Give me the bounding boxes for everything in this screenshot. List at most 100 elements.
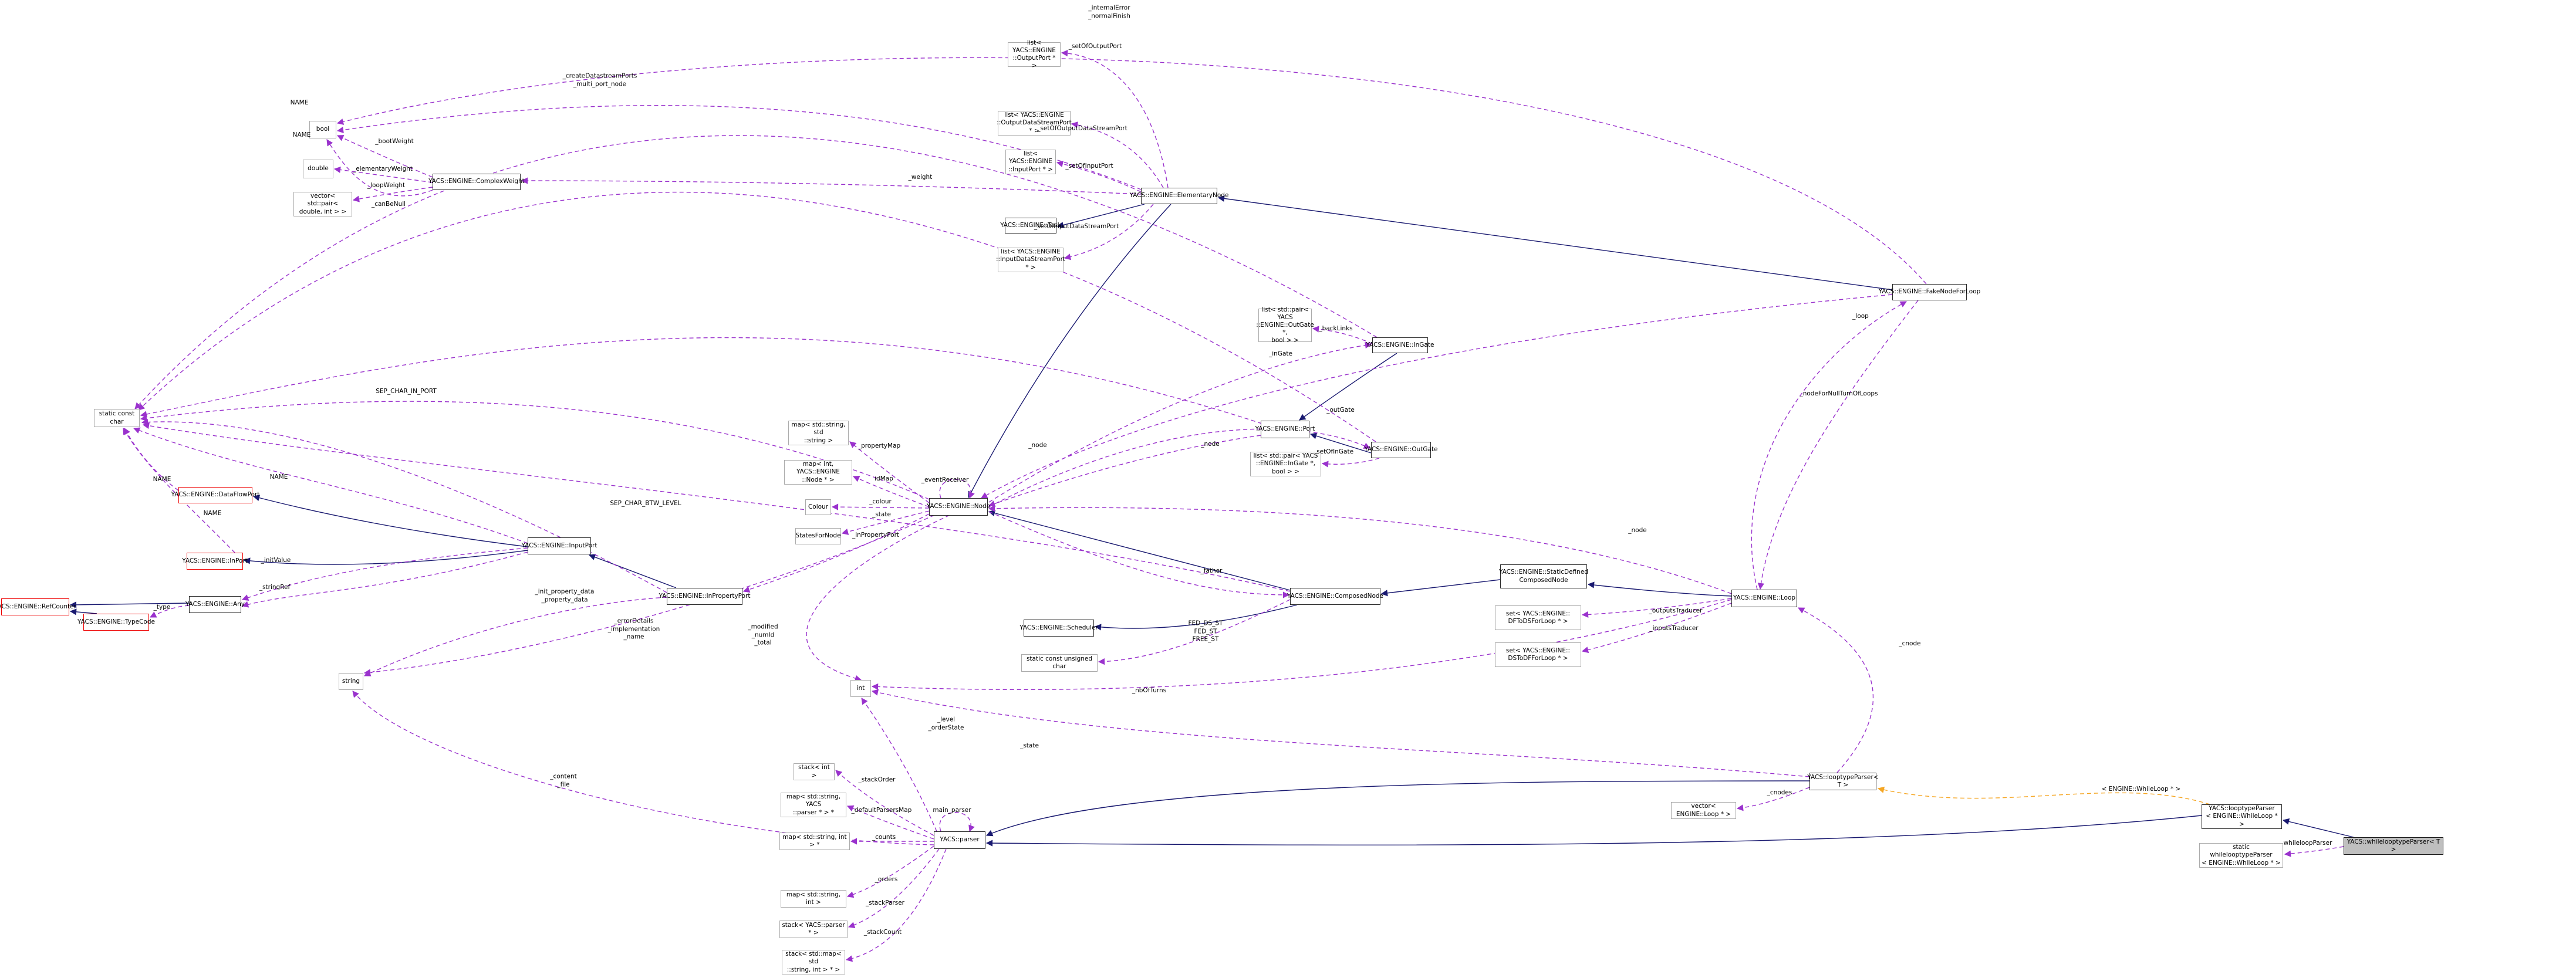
edge-dashed-73 [2284,846,2344,857]
edge-dashed-70 [1581,603,1732,654]
class-box-inputPort[interactable]: YACS::ENGINE::InputPort [522,537,597,554]
class-box-elementaryNode[interactable]: YACS::ENGINE::ElementaryNode [1130,188,1228,204]
class-box-loop[interactable]: YACS::ENGINE::Loop [1731,590,1797,607]
edge-dashed-60 [871,689,1810,777]
class-box-parser[interactable]: YACS::parser [934,831,985,849]
class-box-colour[interactable]: Colour [805,499,831,515]
edge-label-32: _node [1628,527,1647,534]
class-box-mapStrInt[interactable]: map< std::string, int > [781,890,846,908]
class-box-mapStrStr[interactable]: map< std::string, std ::string > [788,421,849,445]
edge-dashed-66 [848,848,940,929]
edge-dashed-52 [149,605,190,618]
class-box-typeCode[interactable]: YACS::ENGINE::TypeCode [77,614,155,631]
edge-label-48: _counts [872,834,896,841]
edge-label-3: _setOfOutputDataStreamPort [1037,125,1127,133]
class-box-listOutputDSPort[interactable]: list< YACS::ENGINE ::OutputDataStreamPor… [997,111,1072,136]
class-box-fakeNode[interactable]: YACS::ENGINE::FakeNodeForLoop [1879,284,1980,300]
class-box-inPropertyPort[interactable]: YACS::ENGINE::InPropertyPort [659,588,750,605]
class-box-looptypeParserT[interactable]: YACS::looptypeParser< T > [1807,773,1879,790]
class-box-node[interactable]: YACS::ENGINE::Node [927,498,990,516]
class-box-looptypeParserWhile[interactable]: YACS::looptypeParser < ENGINE::WhileLoop… [2202,804,2282,829]
class-box-staticWhile[interactable]: static whilelooptypeParser < ENGINE::Whi… [2199,843,2283,868]
class-box-listInputPort[interactable]: list< YACS::ENGINE ::InputPort * > [1005,150,1056,174]
class-box-complexWeight[interactable]: YACS::ENGINE::ComplexWeight [428,174,525,190]
edge-label-55: whileloopParser [2283,840,2332,847]
class-box-int[interactable]: int [850,680,871,697]
class-box-string[interactable]: string [339,673,363,690]
class-box-stackInt[interactable]: stack< int > [794,763,835,780]
edge-dashed-71 [1798,607,1874,773]
class-box-mapStrParserPtr[interactable]: map< std::string, YACS ::parser * > * [781,793,846,817]
edge-dashed-48 [141,418,667,593]
class-box-double[interactable]: double [303,160,333,178]
edge-label-52: _content _file [550,773,577,788]
edge-label-37: _father [1200,567,1223,575]
edge-label-15: NAME [269,473,288,481]
edge-label-56: _loop [1852,313,1869,320]
edge-dashed-42 [138,192,1376,442]
edge-label-26: _colour [869,498,892,506]
edge-label-47: main_parser [933,807,971,814]
edge-solid-13 [252,495,528,547]
class-box-stackMap[interactable]: stack< std::map< std ::string, int > * > [782,950,845,974]
class-box-listInputDSPort[interactable]: list< YACS::ENGINE ::InputDataStreamPort… [996,248,1065,272]
edge-dashed-43 [140,337,1262,424]
class-box-staticConstUChar[interactable]: static const unsigned char [1021,654,1098,672]
class-box-mapStrIntPtr[interactable]: map< std::string, int > * [779,833,850,850]
edge-label-10: _canBeNull [371,201,406,208]
class-box-statesForNode[interactable]: StatesForNode [795,528,841,544]
class-box-refCounter[interactable]: YACS::ENGINE::RefCounter [0,598,76,615]
class-box-mapIntNode[interactable]: map< int, YACS::ENGINE ::Node * > [784,460,852,485]
edge-dashed-18 [336,105,1142,190]
class-box-listOutputPort[interactable]: list< YACS::ENGINE ::OutputPort * > [1008,39,1061,69]
class-box-setDSToDF[interactable]: set< YACS::ENGINE:: DSToDFForLoop * > [1495,642,1581,667]
edge-dashed-36 [849,441,930,503]
class-box-setDFToDS[interactable]: set< YACS::ENGINE:: DFToDSForLoop * > [1495,605,1581,630]
edge-dashed-26 [1056,160,1142,192]
class-box-outGate[interactable]: YACS::ENGINE::OutGate [1364,442,1438,458]
class-box-scheduler[interactable]: YACS::ENGINE::Scheduler [1019,620,1098,637]
edge-dashed-55 [806,515,950,682]
edge-label-18: _initValue [261,557,291,564]
class-box-staticConstChar[interactable]: static const char [94,409,140,427]
class-box-whileloopParserT[interactable]: YACS::whilelooptypeParser< T > [2344,837,2443,855]
edge-label-7: _bootWeight [375,138,414,145]
edge-dashed-23 [521,177,1142,195]
edge-label-0: _internalError _normalFinish [1088,4,1130,19]
edge-solid-16 [69,608,97,615]
edge-label-27: _state [872,511,891,519]
edge-label-46: _defaultParsersMap [851,807,912,814]
edge-dashed-28 [1312,326,1373,344]
class-box-inGate[interactable]: YACS::ENGINE::InGate [1366,337,1434,353]
class-box-inPort[interactable]: YACS::ENGINE::InPort [182,553,248,570]
edge-label-38: FED_DS_ST FED_ST FREE_ST [1188,620,1223,643]
class-box-stackParserBox[interactable]: stack< YACS::parser * > [779,921,848,938]
edge-label-35: _setOfInGate [1313,448,1354,456]
class-box-any[interactable]: YACS::ENGINE::Any [185,596,245,613]
class-box-task[interactable]: YACS::ENGINE::Task [1000,218,1061,233]
edge-label-43: _level _orderState [928,716,964,731]
class-box-bool[interactable]: bool [309,121,336,138]
class-box-listPairOutGate[interactable]: list< std::pair< YACS ::ENGINE::OutGate … [1256,306,1314,344]
edge-dashed-75 [1757,300,1919,590]
class-box-staticDefined[interactable]: YACS::ENGINE::StaticDefined ComposedNode [1499,564,1588,588]
class-box-vectorLoop[interactable]: vector< ENGINE::Loop * > [1671,802,1736,819]
edge-solid-9 [985,780,1810,837]
class-box-vecPair[interactable]: vector< std::pair< double, int > > [293,192,352,216]
edge-label-53: _cnodes [1767,789,1792,797]
edge-dashed-68 [352,691,934,845]
edge-dashed-69 [1581,598,1732,618]
edge-solid-4 [1309,432,1372,454]
edge-label-19: _stringRef [259,584,291,591]
edge-label-1: _createDatastreamPorts _multi_port_node [562,72,637,87]
edge-label-51: _stackCount [863,929,902,936]
class-box-composedNode[interactable]: YACS::ENGINE::ComposedNode [1287,588,1383,605]
class-box-dataFlowPort[interactable]: YACS::ENGINE::DataFlowPort [171,487,259,503]
class-box-listPairInGate[interactable]: list< std::pair< YACS ::ENGINE::InGate *… [1250,452,1321,476]
edge-label-34: _inGate [1269,350,1292,358]
edge-dashed-57 [988,511,1290,598]
edge-label-17: SEP_CHAR_BTW_LEVEL [610,500,681,507]
class-box-port[interactable]: YACS::ENGINE::Port [1255,421,1315,438]
edge-label-21: _init_property_data _property_data [535,588,595,603]
edge-dashed-72 [1736,787,1810,811]
